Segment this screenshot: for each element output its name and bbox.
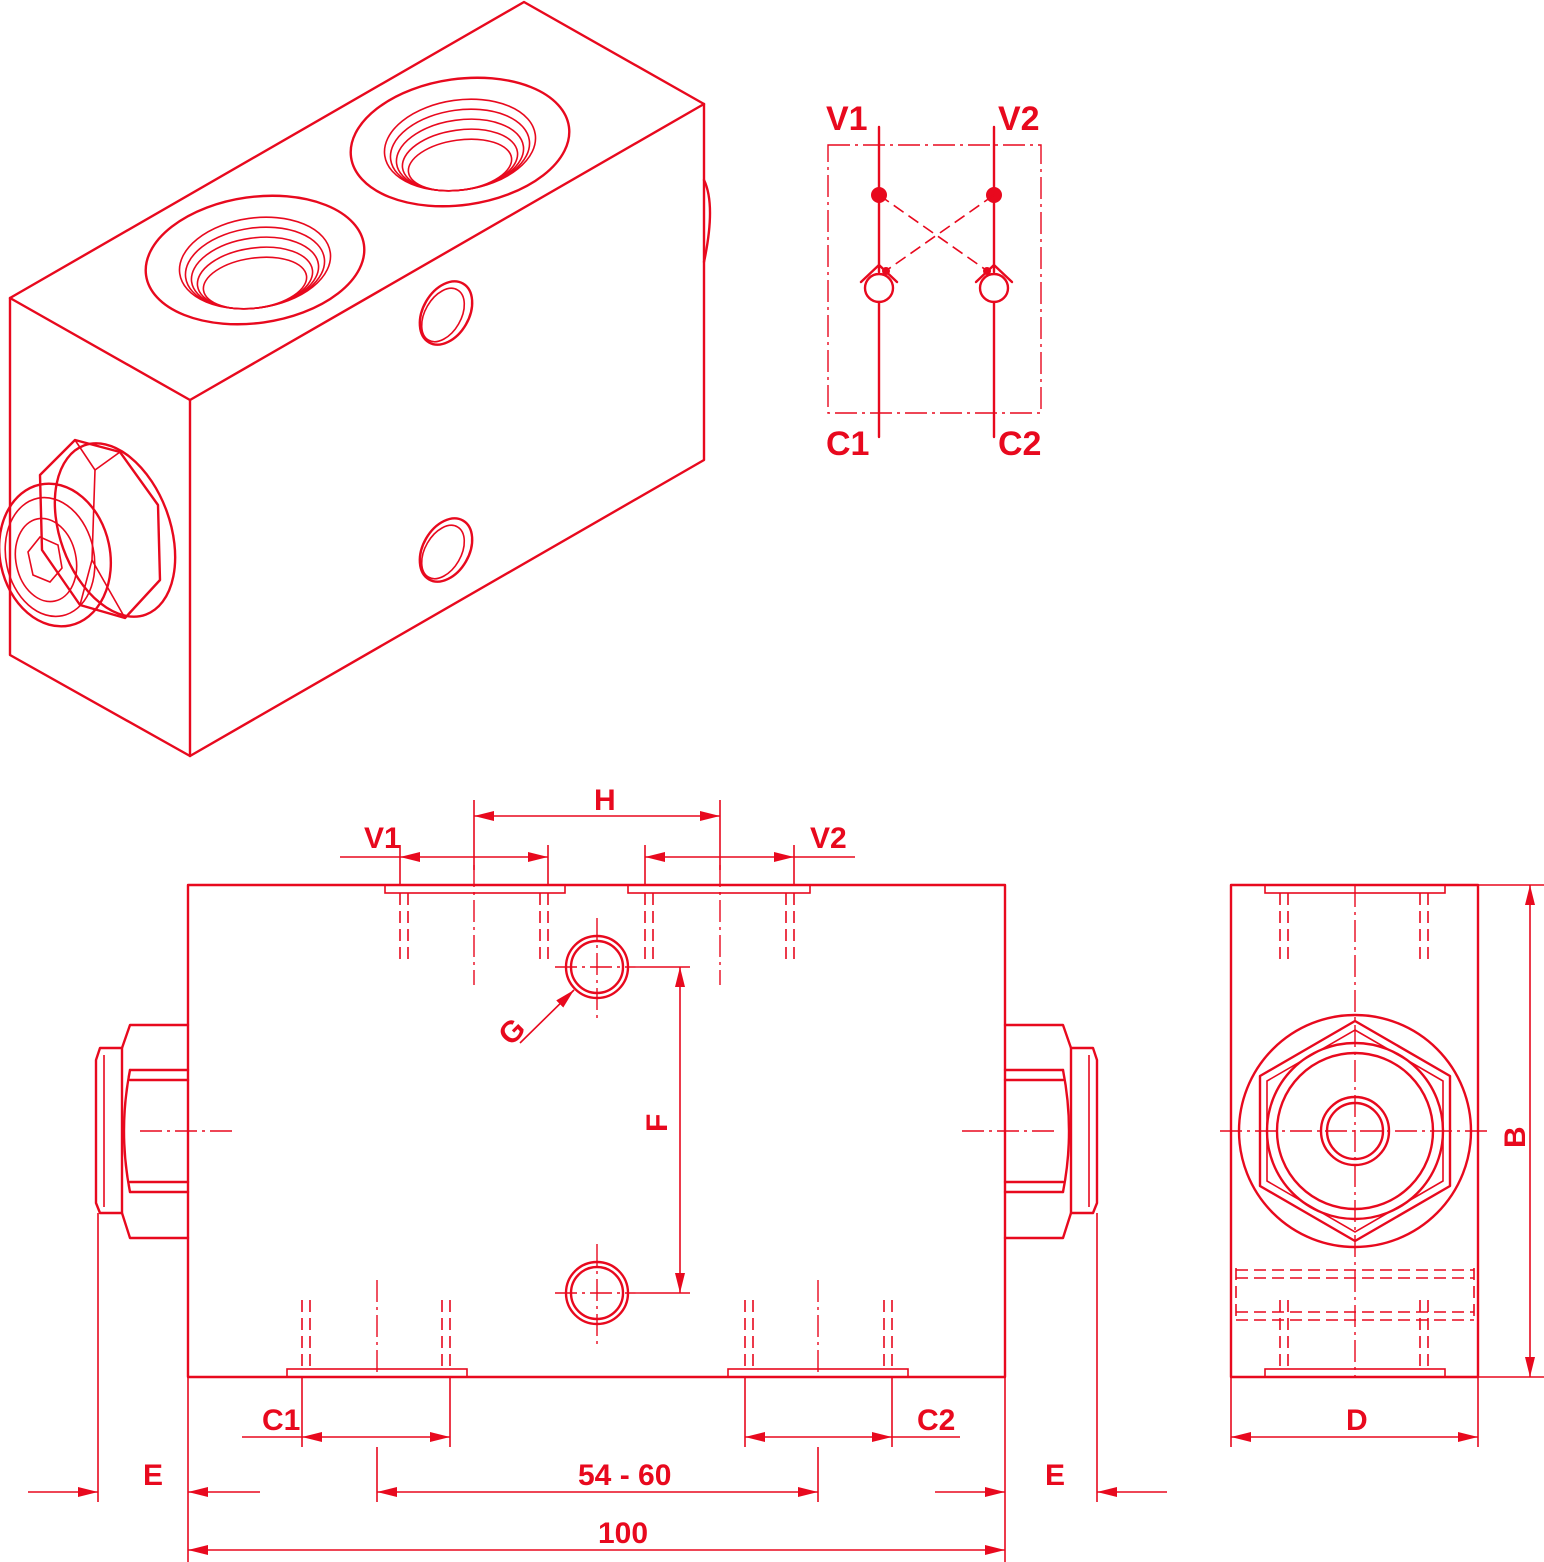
schematic-label-c2: C2 <box>998 425 1041 463</box>
top-port-1 <box>144 194 366 326</box>
dim-label-h: H <box>594 784 616 817</box>
front-view: H V1 V2 G F C1 C2 <box>28 784 1167 1562</box>
end-plug-left <box>0 438 177 628</box>
dim-label-d: D <box>1346 1404 1368 1437</box>
dim-label-v1: V1 <box>364 822 401 855</box>
dim-label-length: 100 <box>598 1517 648 1550</box>
isometric-view <box>0 0 712 758</box>
dim-label-g: G <box>492 1012 532 1052</box>
dim-label-c2: C2 <box>917 1404 955 1437</box>
dim-label-e-right: E <box>1045 1459 1065 1492</box>
dim-label-c1: C1 <box>262 1404 300 1437</box>
dim-label-port-spacing: 54 - 60 <box>578 1459 671 1492</box>
dim-label-v2: V2 <box>810 822 847 855</box>
hydraulic-schematic: V1 V2 C1 C2 <box>826 100 1042 463</box>
schematic-label-v1: V1 <box>826 100 868 138</box>
dim-label-e-left: E <box>143 1459 163 1492</box>
top-port-2 <box>349 76 571 208</box>
front-plug-right <box>1003 1023 1099 1240</box>
schematic-label-c1: C1 <box>826 425 869 463</box>
dim-label-f: F <box>641 1114 674 1132</box>
side-view: B D <box>1220 883 1544 1447</box>
dim-label-b: B <box>1499 1126 1532 1148</box>
front-plug-left <box>94 1023 190 1240</box>
schematic-label-v2: V2 <box>998 100 1040 138</box>
